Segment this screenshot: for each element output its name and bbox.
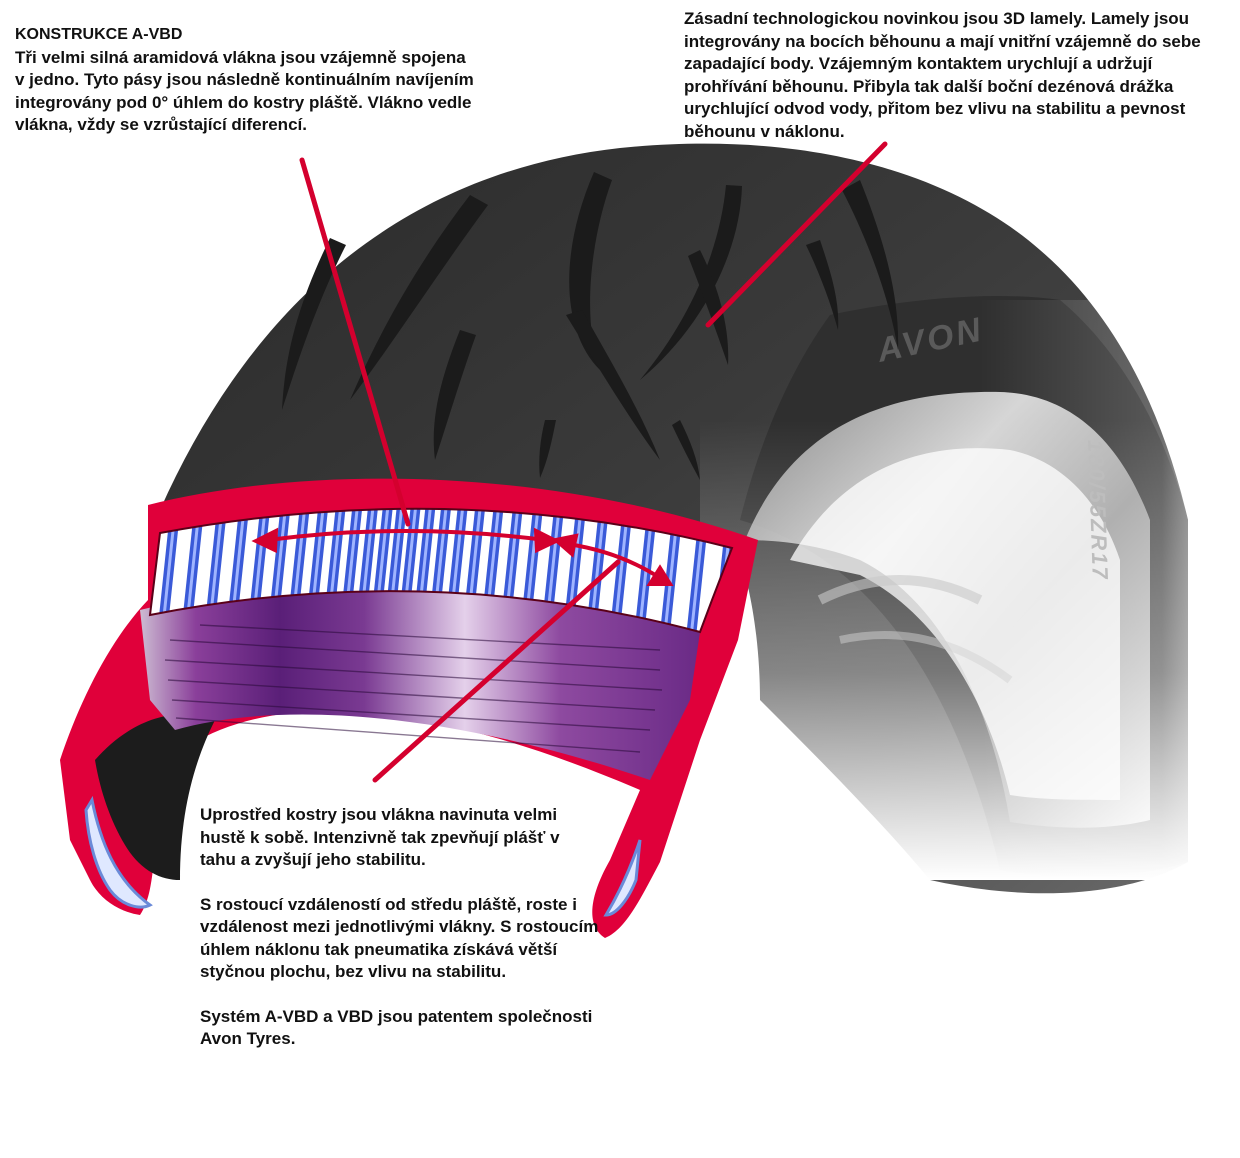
ply-texture xyxy=(164,624,663,753)
aramid-belt-outline xyxy=(148,507,734,634)
aramid-strand-highlight xyxy=(486,508,501,610)
bead-right xyxy=(603,839,642,917)
aramid-strand-highlight xyxy=(450,508,466,608)
aramid-strand-highlight xyxy=(376,508,391,606)
arrow-center-span xyxy=(267,529,546,542)
callout-line-lamellae xyxy=(705,141,888,328)
tread-groove xyxy=(806,240,839,330)
tread-grooves xyxy=(282,172,899,480)
aramid-strand-highlight xyxy=(434,508,449,607)
aramid-strand-highlight xyxy=(328,508,344,607)
annotation-patent-note: Systém A-VBD a VBD jsou patentem společn… xyxy=(200,1006,593,1049)
aramid-strand-highlight xyxy=(209,508,224,617)
annotation-construction: KONSTRUKCE A-VBD Tři velmi silná aramido… xyxy=(15,24,475,137)
tread-groove xyxy=(842,180,899,350)
tread-groove xyxy=(282,238,346,410)
annotation-construction-body: Tři velmi silná aramidová vlákna jsou vz… xyxy=(15,47,474,135)
annotation-tread-lamellae-text: Zásadní technologickou novinkou jsou 3D … xyxy=(684,9,1201,141)
tread-groove xyxy=(672,420,700,480)
aramid-strand-highlight xyxy=(546,508,561,616)
aramid-strand-highlight xyxy=(688,537,704,632)
tread-groove xyxy=(688,250,729,365)
arrow-head xyxy=(533,527,561,554)
aramid-strand-highlight xyxy=(345,508,361,606)
aramid-strand-highlight xyxy=(111,520,126,630)
aramid-strand-highlight xyxy=(311,508,326,608)
bead-left xyxy=(84,795,153,909)
casing-inner-liner xyxy=(95,714,215,880)
annotation-fiber-spacing: Uprostřed kostry jsou vlákna navinuta ve… xyxy=(200,804,600,1073)
aramid-strand-highlight xyxy=(468,508,483,609)
ply-layer xyxy=(140,581,700,780)
annotation-center-density: Uprostřed kostry jsou vlákna navinuta ve… xyxy=(200,805,560,869)
callout-line-construction xyxy=(299,157,411,527)
aramid-strand xyxy=(25,523,47,633)
aramid-strand-highlight xyxy=(252,508,268,612)
aramid-strand xyxy=(80,523,102,633)
aramid-strand-highlight xyxy=(637,524,653,632)
callout-lines xyxy=(299,141,888,783)
annotation-tread-lamellae: Zásadní technologickou novinkou jsou 3D … xyxy=(684,8,1229,143)
aramid-strand-highlight xyxy=(161,512,177,623)
aramid-strand-highlight xyxy=(505,508,521,612)
aramid-strand-highlight xyxy=(28,523,43,633)
spacing-arrows xyxy=(251,527,674,586)
aramid-strand-highlight xyxy=(403,508,419,606)
tread-groove xyxy=(566,310,660,460)
aramid-strand-highlight xyxy=(84,523,99,633)
aramid-strand xyxy=(53,523,75,633)
aramid-strand-highlight xyxy=(590,511,606,622)
wheel-rim xyxy=(745,391,1150,828)
rim-inner xyxy=(790,448,1120,800)
sidewall-size-text: 180/55ZR17 xyxy=(1083,439,1113,581)
aramid-strand-highlight xyxy=(613,516,629,627)
aramid-strands xyxy=(25,508,732,633)
aramid-strand-highlight xyxy=(57,523,72,633)
aramid-strand-highlight xyxy=(389,508,405,606)
aramid-strand-highlight xyxy=(567,508,583,619)
arrow-head xyxy=(646,564,674,586)
aramid-strand-highlight xyxy=(361,508,376,606)
rim-spoke xyxy=(817,575,983,605)
aramid-strand-highlight xyxy=(662,532,677,632)
aramid-strand xyxy=(107,520,129,630)
arrow-head xyxy=(551,533,579,558)
tread-groove xyxy=(350,195,488,400)
tread-groove xyxy=(433,330,476,460)
arrow-head xyxy=(251,527,279,554)
tread-groove xyxy=(539,420,556,478)
arrow-outer-span xyxy=(567,542,662,580)
aramid-strand-highlight xyxy=(186,509,201,620)
annotation-construction-heading: KONSTRUKCE A-VBD xyxy=(15,26,183,43)
annotation-spacing-growth: S rostoucí vzdáleností od středu pláště,… xyxy=(200,894,599,982)
aramid-strand-highlight xyxy=(273,508,288,610)
rim-spoke xyxy=(839,631,1013,684)
aramid-strand-highlight xyxy=(418,508,434,606)
aramid-strand-highlight xyxy=(292,508,308,609)
aramid-strand-highlight xyxy=(231,508,247,614)
tread-groove xyxy=(640,185,742,380)
callout-line-spacing xyxy=(372,559,621,783)
